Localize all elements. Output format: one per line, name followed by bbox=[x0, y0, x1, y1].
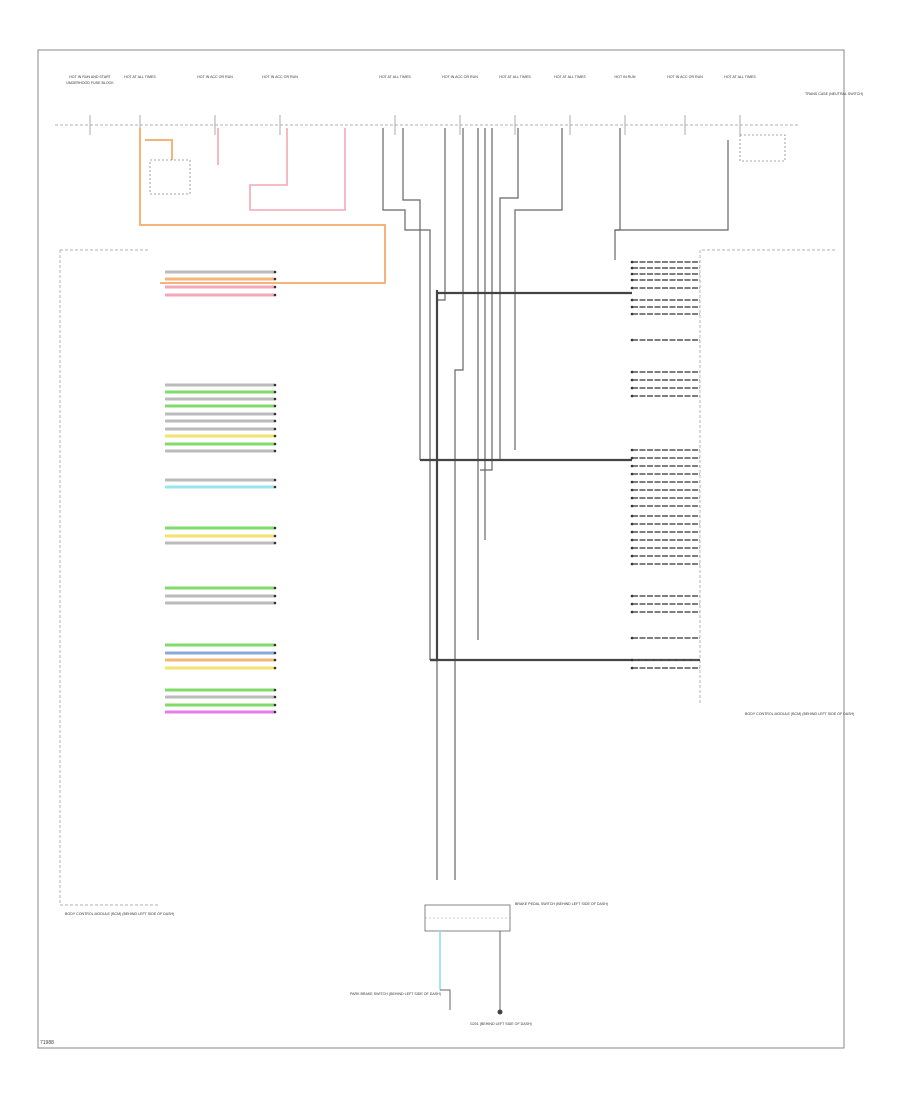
neutral-switch-box bbox=[739, 134, 786, 162]
left-wire-end-22 bbox=[273, 601, 277, 605]
left-wire-end-23 bbox=[273, 643, 277, 647]
right-wire-end-16 bbox=[630, 464, 634, 468]
right-wire-end-13 bbox=[630, 394, 634, 398]
right-wire-end-8 bbox=[630, 312, 634, 316]
fuse-label-hot_run: HOT IN RUN bbox=[615, 75, 636, 79]
left-connector-rows bbox=[165, 270, 277, 714]
bcm-right-label: BODY CONTROL MODULE (BCM) (BEHIND LEFT S… bbox=[745, 712, 854, 716]
left-wire-end-17 bbox=[273, 526, 277, 530]
right-wire-end-23 bbox=[630, 522, 634, 526]
fuse-labels: HOT IN RUN AND START UNDERHOOD FUSE BLOCK… bbox=[66, 75, 756, 135]
left-wire-end-3 bbox=[273, 285, 277, 289]
brake-switch-label: BRAKE PEDAL SWITCH (BEHIND LEFT SIDE OF … bbox=[515, 902, 608, 906]
right-wire-end-20 bbox=[630, 496, 634, 500]
left-wire-end-13 bbox=[273, 442, 277, 446]
ground-point bbox=[497, 1009, 503, 1015]
left-wire-end-26 bbox=[273, 666, 277, 670]
right-wire-end-6 bbox=[630, 298, 634, 302]
orange-wire-branch bbox=[145, 139, 173, 160]
left-wire-end-14 bbox=[273, 449, 277, 453]
right-wire-end-3 bbox=[630, 272, 634, 276]
fuse-sub-hot_run_start: UNDERHOOD FUSE BLOCK bbox=[66, 81, 114, 85]
left-wire-end-1 bbox=[273, 270, 277, 274]
diagram-frame bbox=[37, 49, 845, 1049]
right-wire-end-7 bbox=[630, 305, 634, 309]
right-connector-rows bbox=[630, 260, 700, 670]
fuse-label-hot_run_start: HOT IN RUN AND START bbox=[69, 75, 112, 79]
right-wire-end-18 bbox=[630, 480, 634, 484]
figure-id: 71988 bbox=[40, 1040, 54, 1046]
left-wire-end-11 bbox=[273, 427, 277, 431]
bcm-right-boundary bbox=[699, 249, 835, 705]
fuse-label-hot_acc_run_1: HOT IN ACC OR RUN bbox=[197, 75, 233, 79]
fuse-label-hot_acc_run_2: HOT IN ACC OR RUN bbox=[262, 75, 298, 79]
left-wire-end-21 bbox=[273, 594, 277, 598]
fuse-label-hot_all_times_4: HOT AT ALL TIMES bbox=[554, 75, 586, 79]
left-wire-end-15 bbox=[273, 478, 277, 482]
center-harness bbox=[382, 128, 729, 880]
right-wire-end-15 bbox=[630, 456, 634, 460]
left-wire-end-27 bbox=[273, 688, 277, 692]
left-wire-end-9 bbox=[273, 412, 277, 416]
fuse-label-hot_acc_run_3: HOT IN ACC OR RUN bbox=[442, 75, 478, 79]
left-wire-end-29 bbox=[273, 703, 277, 707]
left-wire-end-7 bbox=[273, 397, 277, 401]
right-wire-end-5 bbox=[630, 286, 634, 290]
ground-label: G201 (BEHIND LEFT SIDE OF DASH) bbox=[470, 1022, 532, 1026]
left-wire-end-8 bbox=[273, 404, 277, 408]
right-wire-end-32 bbox=[630, 636, 634, 640]
fuse-label-hot_all_times_3: HOT AT ALL TIMES bbox=[499, 75, 531, 79]
right-wire-end-31 bbox=[630, 610, 634, 614]
left-wire-end-25 bbox=[273, 658, 277, 662]
trans-case-label: TRANS CASE (NEUTRAL SWITCH) bbox=[805, 92, 863, 96]
left-relay-box bbox=[149, 159, 191, 195]
orange-wire bbox=[139, 128, 386, 284]
right-wire-end-26 bbox=[630, 546, 634, 550]
left-wire-end-20 bbox=[273, 586, 277, 590]
right-wire-end-22 bbox=[630, 514, 634, 518]
right-wire-end-14 bbox=[630, 448, 634, 452]
right-wire-end-24 bbox=[630, 530, 634, 534]
left-wire-end-30 bbox=[273, 710, 277, 714]
right-wire-end-30 bbox=[630, 602, 634, 606]
park-brake-wire bbox=[440, 989, 451, 1010]
right-wire-end-2 bbox=[630, 266, 634, 270]
right-wire-end-29 bbox=[630, 594, 634, 598]
right-wire-end-10 bbox=[630, 370, 634, 374]
right-wire-end-19 bbox=[630, 488, 634, 492]
left-wire-end-6 bbox=[273, 390, 277, 394]
right-wire-end-9 bbox=[630, 338, 634, 342]
left-wire-end-10 bbox=[273, 419, 277, 423]
right-wire-end-4 bbox=[630, 278, 634, 282]
right-wire-end-1 bbox=[630, 260, 634, 264]
left-wire-end-24 bbox=[273, 651, 277, 655]
park-brake-label: PARK BRAKE SWITCH (BEHIND LEFT SIDE OF D… bbox=[350, 992, 441, 996]
fuse-label-hot_all_times_2: HOT AT ALL TIMES bbox=[379, 75, 411, 79]
left-wire-end-4 bbox=[273, 293, 277, 297]
fuse-label-hot_all_times_1: HOT AT ALL TIMES bbox=[124, 75, 156, 79]
right-wire-end-21 bbox=[630, 504, 634, 508]
right-wire-end-12 bbox=[630, 386, 634, 390]
left-wire-end-2 bbox=[273, 277, 277, 281]
left-wire-end-16 bbox=[273, 485, 277, 489]
left-wire-end-18 bbox=[273, 534, 277, 538]
right-wire-end-11 bbox=[630, 378, 634, 382]
dark-bus-1 bbox=[430, 290, 439, 662]
right-wire-end-17 bbox=[630, 472, 634, 476]
fuse-label-hot_all_times_5: HOT AT ALL TIMES bbox=[724, 75, 756, 79]
right-wire-end-28 bbox=[630, 562, 634, 566]
right-wire-end-34 bbox=[630, 666, 634, 670]
left-wire-end-19 bbox=[273, 541, 277, 545]
right-wire-end-25 bbox=[630, 538, 634, 542]
right-wire-end-33 bbox=[630, 658, 634, 662]
left-wire-end-5 bbox=[273, 383, 277, 387]
bcm-left-boundary bbox=[59, 250, 160, 906]
fuse-label-hot_acc_run_4: HOT IN ACC OR RUN bbox=[667, 75, 703, 79]
pink-wire-2 bbox=[249, 128, 346, 211]
right-wire-end-27 bbox=[630, 554, 634, 558]
left-wire-end-12 bbox=[273, 434, 277, 438]
left-wire-end-28 bbox=[273, 695, 277, 699]
bcm-left-label: BODY CONTROL MODULE (BCM) (BEHIND LEFT S… bbox=[65, 912, 174, 916]
